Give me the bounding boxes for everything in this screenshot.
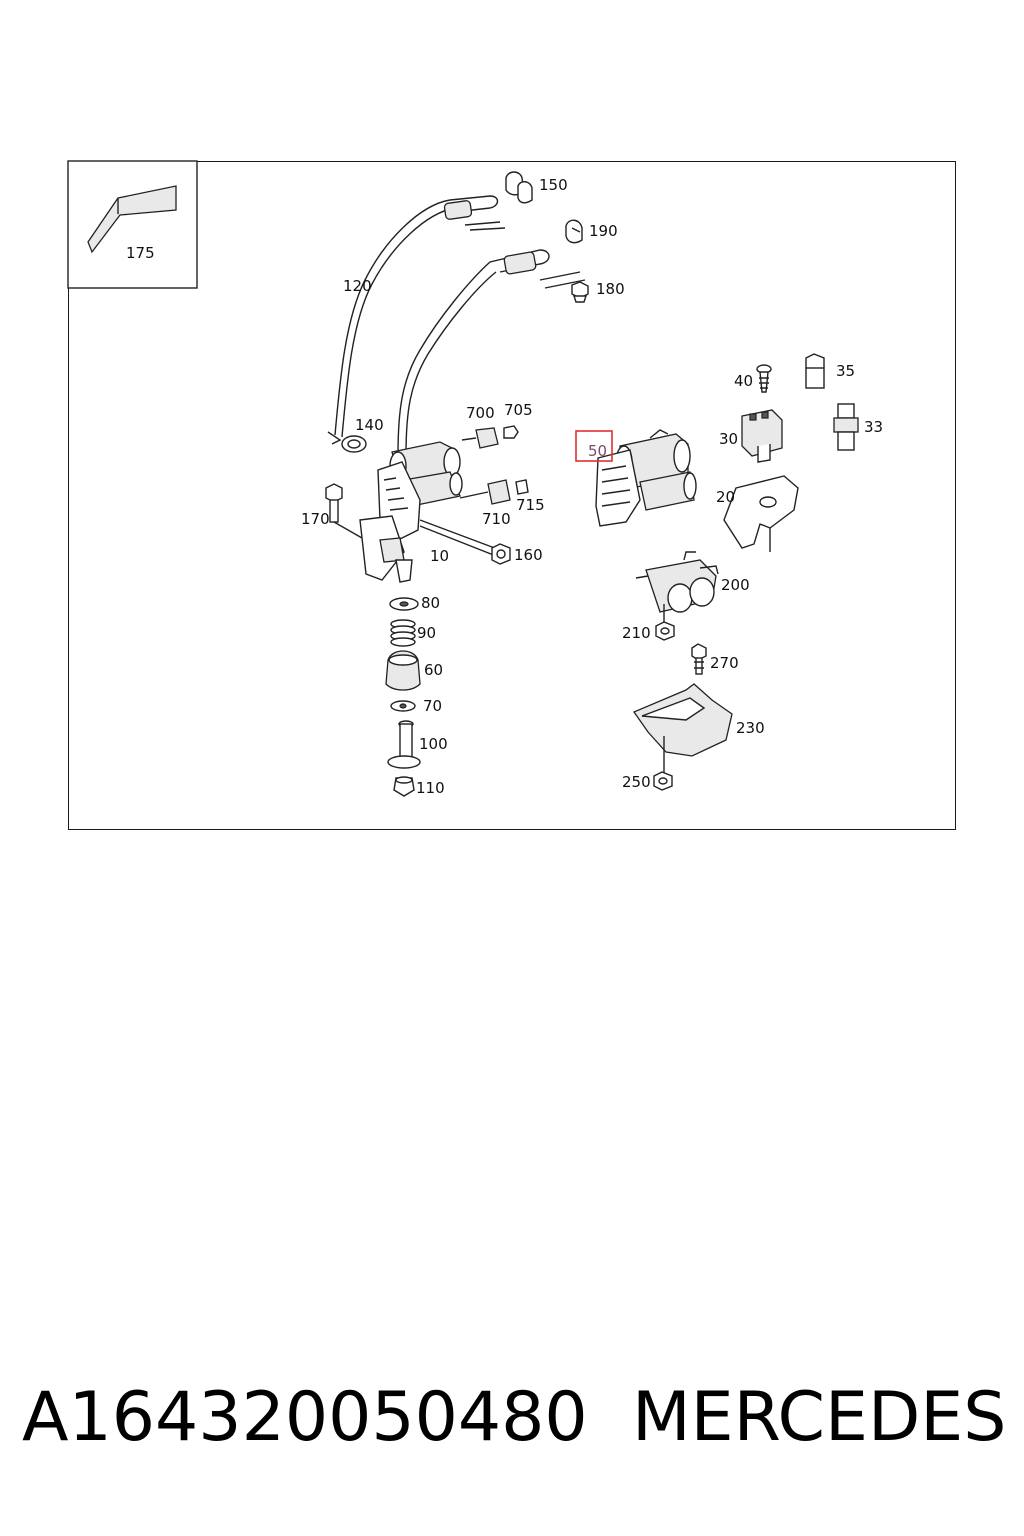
bracket-20 — [723, 475, 799, 552]
clamp-140 — [341, 435, 367, 453]
label-160[interactable]: 160 — [514, 546, 543, 564]
cover-230 — [633, 683, 733, 774]
highlight-box — [575, 430, 613, 462]
reservoir-200 — [635, 551, 719, 626]
bolt-270 — [691, 643, 707, 675]
label-710[interactable]: 710 — [482, 510, 511, 528]
label-60[interactable]: 60 — [424, 661, 443, 679]
air-line-120 — [327, 195, 586, 456]
compressor-50 — [595, 429, 697, 527]
nut-160 — [491, 543, 511, 565]
label-250[interactable]: 250 — [622, 773, 651, 791]
label-120[interactable]: 120 — [343, 277, 372, 295]
nut-210 — [655, 621, 675, 641]
inset-box-175: 175 — [67, 160, 198, 289]
valve-block-30 — [741, 409, 783, 463]
nut-250 — [653, 771, 673, 791]
connector-33 — [833, 403, 859, 451]
label-180[interactable]: 180 — [596, 280, 625, 298]
part-700 — [475, 427, 499, 449]
label-40[interactable]: 40 — [734, 372, 753, 390]
brand-text: MERCEDES — [632, 1378, 1007, 1457]
label-33[interactable]: 33 — [864, 418, 883, 436]
label-140[interactable]: 140 — [355, 416, 384, 434]
label-10[interactable]: 10 — [430, 547, 449, 565]
caption-bar: A164320050480 MERCEDES — [0, 1378, 1024, 1468]
nut-180 — [571, 281, 589, 303]
spring-90 — [390, 619, 416, 647]
washer-80 — [389, 597, 419, 611]
clip-190 — [565, 219, 583, 244]
label-30[interactable]: 30 — [719, 430, 738, 448]
label-110[interactable]: 110 — [416, 779, 445, 797]
label-170[interactable]: 170 — [301, 510, 330, 528]
part-705 — [461, 425, 519, 441]
label-20[interactable]: 20 — [716, 488, 735, 506]
part-number-text: A164320050480 — [22, 1378, 588, 1457]
highlighted-callout-50[interactable]: 50 — [575, 430, 613, 462]
label-70[interactable]: 70 — [423, 697, 442, 715]
label-35[interactable]: 35 — [836, 362, 855, 380]
label-715[interactable]: 715 — [516, 496, 545, 514]
compressor-assembly-10 — [359, 441, 501, 583]
label-700[interactable]: 700 — [466, 404, 495, 422]
label-90[interactable]: 90 — [417, 624, 436, 642]
parts-diagram: 175 — [67, 160, 883, 797]
bolt-170 — [325, 483, 363, 539]
part-715 — [459, 479, 529, 499]
washer-70 — [390, 700, 416, 712]
part-710 — [487, 479, 511, 505]
label-200[interactable]: 200 — [721, 576, 750, 594]
label-210[interactable]: 210 — [622, 624, 651, 642]
nut-35 — [805, 353, 825, 389]
clip-150 — [505, 171, 533, 204]
rubber-mount-60 — [385, 650, 421, 691]
label-150[interactable]: 150 — [539, 176, 568, 194]
label-50[interactable]: 50 — [588, 442, 607, 460]
label-230[interactable]: 230 — [736, 719, 765, 737]
stud-100 — [387, 720, 421, 769]
label-270[interactable]: 270 — [710, 654, 739, 672]
label-705[interactable]: 705 — [504, 401, 533, 419]
nut-110 — [393, 776, 415, 797]
label-175[interactable]: 175 — [126, 244, 155, 262]
screw-40 — [756, 364, 772, 393]
label-100[interactable]: 100 — [419, 735, 448, 753]
label-190[interactable]: 190 — [589, 222, 618, 240]
label-80[interactable]: 80 — [421, 594, 440, 612]
